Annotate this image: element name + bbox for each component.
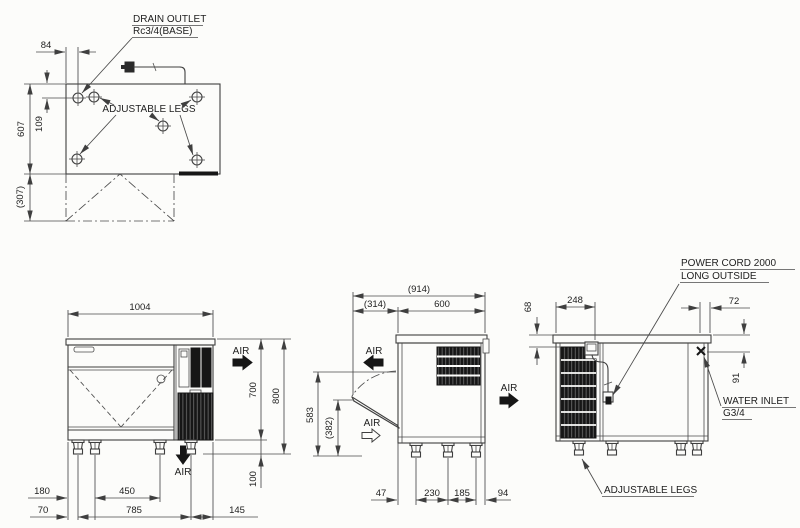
power-cord-leader [612,283,680,396]
adjustable-leg-symbols [69,89,205,168]
dim-185: 185 [454,488,470,499]
dim-314: (314) [364,299,386,310]
front-view-dimensions: 1004 700 800 100 180 450 70 785 [28,302,291,520]
air-out-right-arrow-icon [232,354,253,371]
rear-top-band [552,334,712,344]
side-grille-separators [437,355,480,377]
side-view-dimensions: (914) (314) 600 583 (382) 47 230 185 [305,284,511,505]
air-out-label: AIR [233,346,250,357]
rear-grille-separators [561,359,596,426]
dim-100: 100 [248,471,259,487]
door-swing-arc [351,370,397,397]
control-panel [178,348,190,388]
junction-box-inner [586,343,597,352]
front-air-filter-grille [177,392,214,441]
dim-914: (914) [408,284,430,295]
rear-cabinet-outline [555,342,709,442]
adjustable-legs-leaders [79,97,194,156]
louver-bar-2 [201,347,212,388]
dim-91: 91 [731,373,742,384]
control-display [180,350,188,358]
dim-307: (307) [15,186,26,208]
louver-bar-1 [190,347,201,388]
dim-109: 109 [34,116,45,132]
rear-view-dimensions: 248 68 72 91 [523,295,750,383]
dim-785: 785 [126,505,142,516]
dim-1004: 1004 [129,302,150,313]
rear-view: POWER CORD 2000 LONG OUTSIDE WATER INLET… [523,258,796,497]
front-leg-2 [88,439,102,455]
air-down-arrow-icon [175,445,191,465]
dim-382: (382) [324,417,335,439]
power-cord-label-line1: POWER CORD 2000 [681,258,776,269]
door-projection-dashed [65,173,175,222]
dim-180: 180 [34,486,50,497]
dim-72: 72 [729,296,740,307]
front-leg-1 [71,439,85,455]
dim-47: 47 [376,488,387,499]
top-view-dimensions: 84 109 607 (307) [15,40,96,222]
rear-leg-3 [674,440,688,456]
side-leg-3 [469,442,483,458]
hinge-tab [482,338,490,354]
side-leg-2 [441,442,455,458]
cabinet-top-outline [65,83,221,175]
front-view: AIR AIR 1004 700 800 100 180 [28,302,291,520]
water-inlet-label-line1: WATER INLET [723,396,789,407]
dim-70: 70 [38,505,49,516]
drain-outlet-label-line1: DRAIN OUTLET [133,14,206,25]
adjustable-legs-label: ADJUSTABLE LEGS [102,104,196,115]
front-leg-3 [153,439,167,455]
rear-adjustable-legs-leader [581,458,603,495]
dim-84: 84 [41,40,52,51]
dim-68: 68 [523,302,534,313]
rear-leg-4 [690,440,704,456]
drain-outlet-symbol [70,90,86,106]
door-knob-symbol [156,374,166,384]
dim-145: 145 [229,505,245,516]
drain-outlet-leader [81,37,133,94]
air-intake-label: AIR [364,418,381,429]
power-cord-label-line2: LONG OUTSIDE [681,271,757,282]
top-plan-view: DRAIN OUTLET Rc3/4(BASE) ADJUSTABLE LEGS… [15,14,221,222]
front-leg-4 [184,439,198,455]
water-inlet-label-line2: G3/4 [723,408,745,419]
rear-adjustable-legs-label: ADJUSTABLE LEGS [604,485,698,496]
power-cord-plug-icon [121,61,186,85]
side-air-out-label: AIR [501,383,518,394]
rear-leg-1 [572,440,586,456]
rear-leg-2 [605,440,619,456]
dim-248: 248 [567,295,583,306]
drain-outlet-label-line2: Rc3/4(BASE) [133,26,192,37]
side-top-band [395,334,488,344]
open-door [351,396,400,429]
dim-450: 450 [119,486,135,497]
dim-607: 607 [16,121,27,137]
air-down-label: AIR [175,467,192,478]
air-left-arrow-icon [363,354,384,371]
air-exhaust-label: AIR [366,346,383,357]
water-inlet-leader [703,356,722,407]
dim-800: 800 [271,388,282,404]
dim-700: 700 [248,382,259,398]
power-cord [591,354,614,405]
front-top-band [65,338,216,346]
side-view: AIR AIR AIR (914) (314) 600 583 (382) [305,284,519,505]
water-inlet-fitting [696,346,706,356]
dim-94: 94 [498,488,509,499]
dim-600: 600 [434,299,450,310]
air-intake-hollow-arrow-icon [361,427,381,444]
side-air-right-arrow-icon [499,392,519,409]
dim-230: 230 [424,488,440,499]
door-swing-dashes [69,369,173,428]
side-leg-1 [409,442,423,458]
dim-583: 583 [305,407,316,423]
door-handle [73,346,95,353]
